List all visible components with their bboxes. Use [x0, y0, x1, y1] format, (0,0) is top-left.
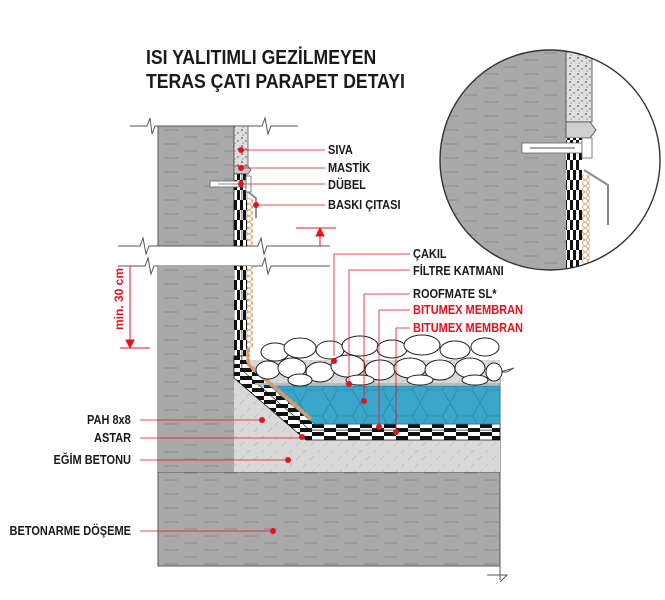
- label-astar: ASTAR: [93, 431, 131, 445]
- gravel: [255, 334, 503, 387]
- pressure-bar: [247, 191, 257, 218]
- membrane-vertical-lower: [233, 265, 243, 357]
- label-mastik: MASTİK: [328, 161, 371, 175]
- label-dubel: DÜBEL: [328, 178, 366, 192]
- label-filtre-katmani: FİLTRE KATMANI: [413, 264, 504, 278]
- label-egim-betonu: EĞİM BETONU: [53, 453, 131, 467]
- plaster-layer: [233, 125, 249, 167]
- page-title: ISI YALITIMLI GEZİLMEYEN TERAS ÇATI PARA…: [146, 46, 405, 94]
- detail-callout-circle: [439, 49, 661, 271]
- label-betonarme-doseme: BETONARME DÖŞEME: [9, 524, 131, 538]
- label-baski-citasi: BASKI ÇITASI: [328, 198, 401, 212]
- label-cakil: ÇAKIL: [413, 247, 447, 261]
- dimension-label: min. 30 cm: [112, 267, 126, 330]
- title-line-1: ISI YALITIMLI GEZİLMEYEN: [146, 46, 377, 69]
- label-bitumex-2: BITUMEX MEMBRAN: [413, 321, 523, 335]
- label-pah: PAH 8x8: [87, 413, 131, 427]
- label-bitumex-1: BITUMEX MEMBRAN: [413, 303, 523, 317]
- dimension-line: [120, 226, 336, 350]
- title-line-2: TERAS ÇATI PARAPET DETAYI: [146, 70, 405, 93]
- label-roofmate: ROOFMATE SL*: [413, 287, 497, 301]
- leader-dots: [238, 147, 399, 534]
- leader-lines: [140, 149, 410, 532]
- rc-slab: [157, 471, 501, 567]
- filter-beads: [247, 198, 253, 246]
- label-siva: SIVA: [328, 143, 353, 157]
